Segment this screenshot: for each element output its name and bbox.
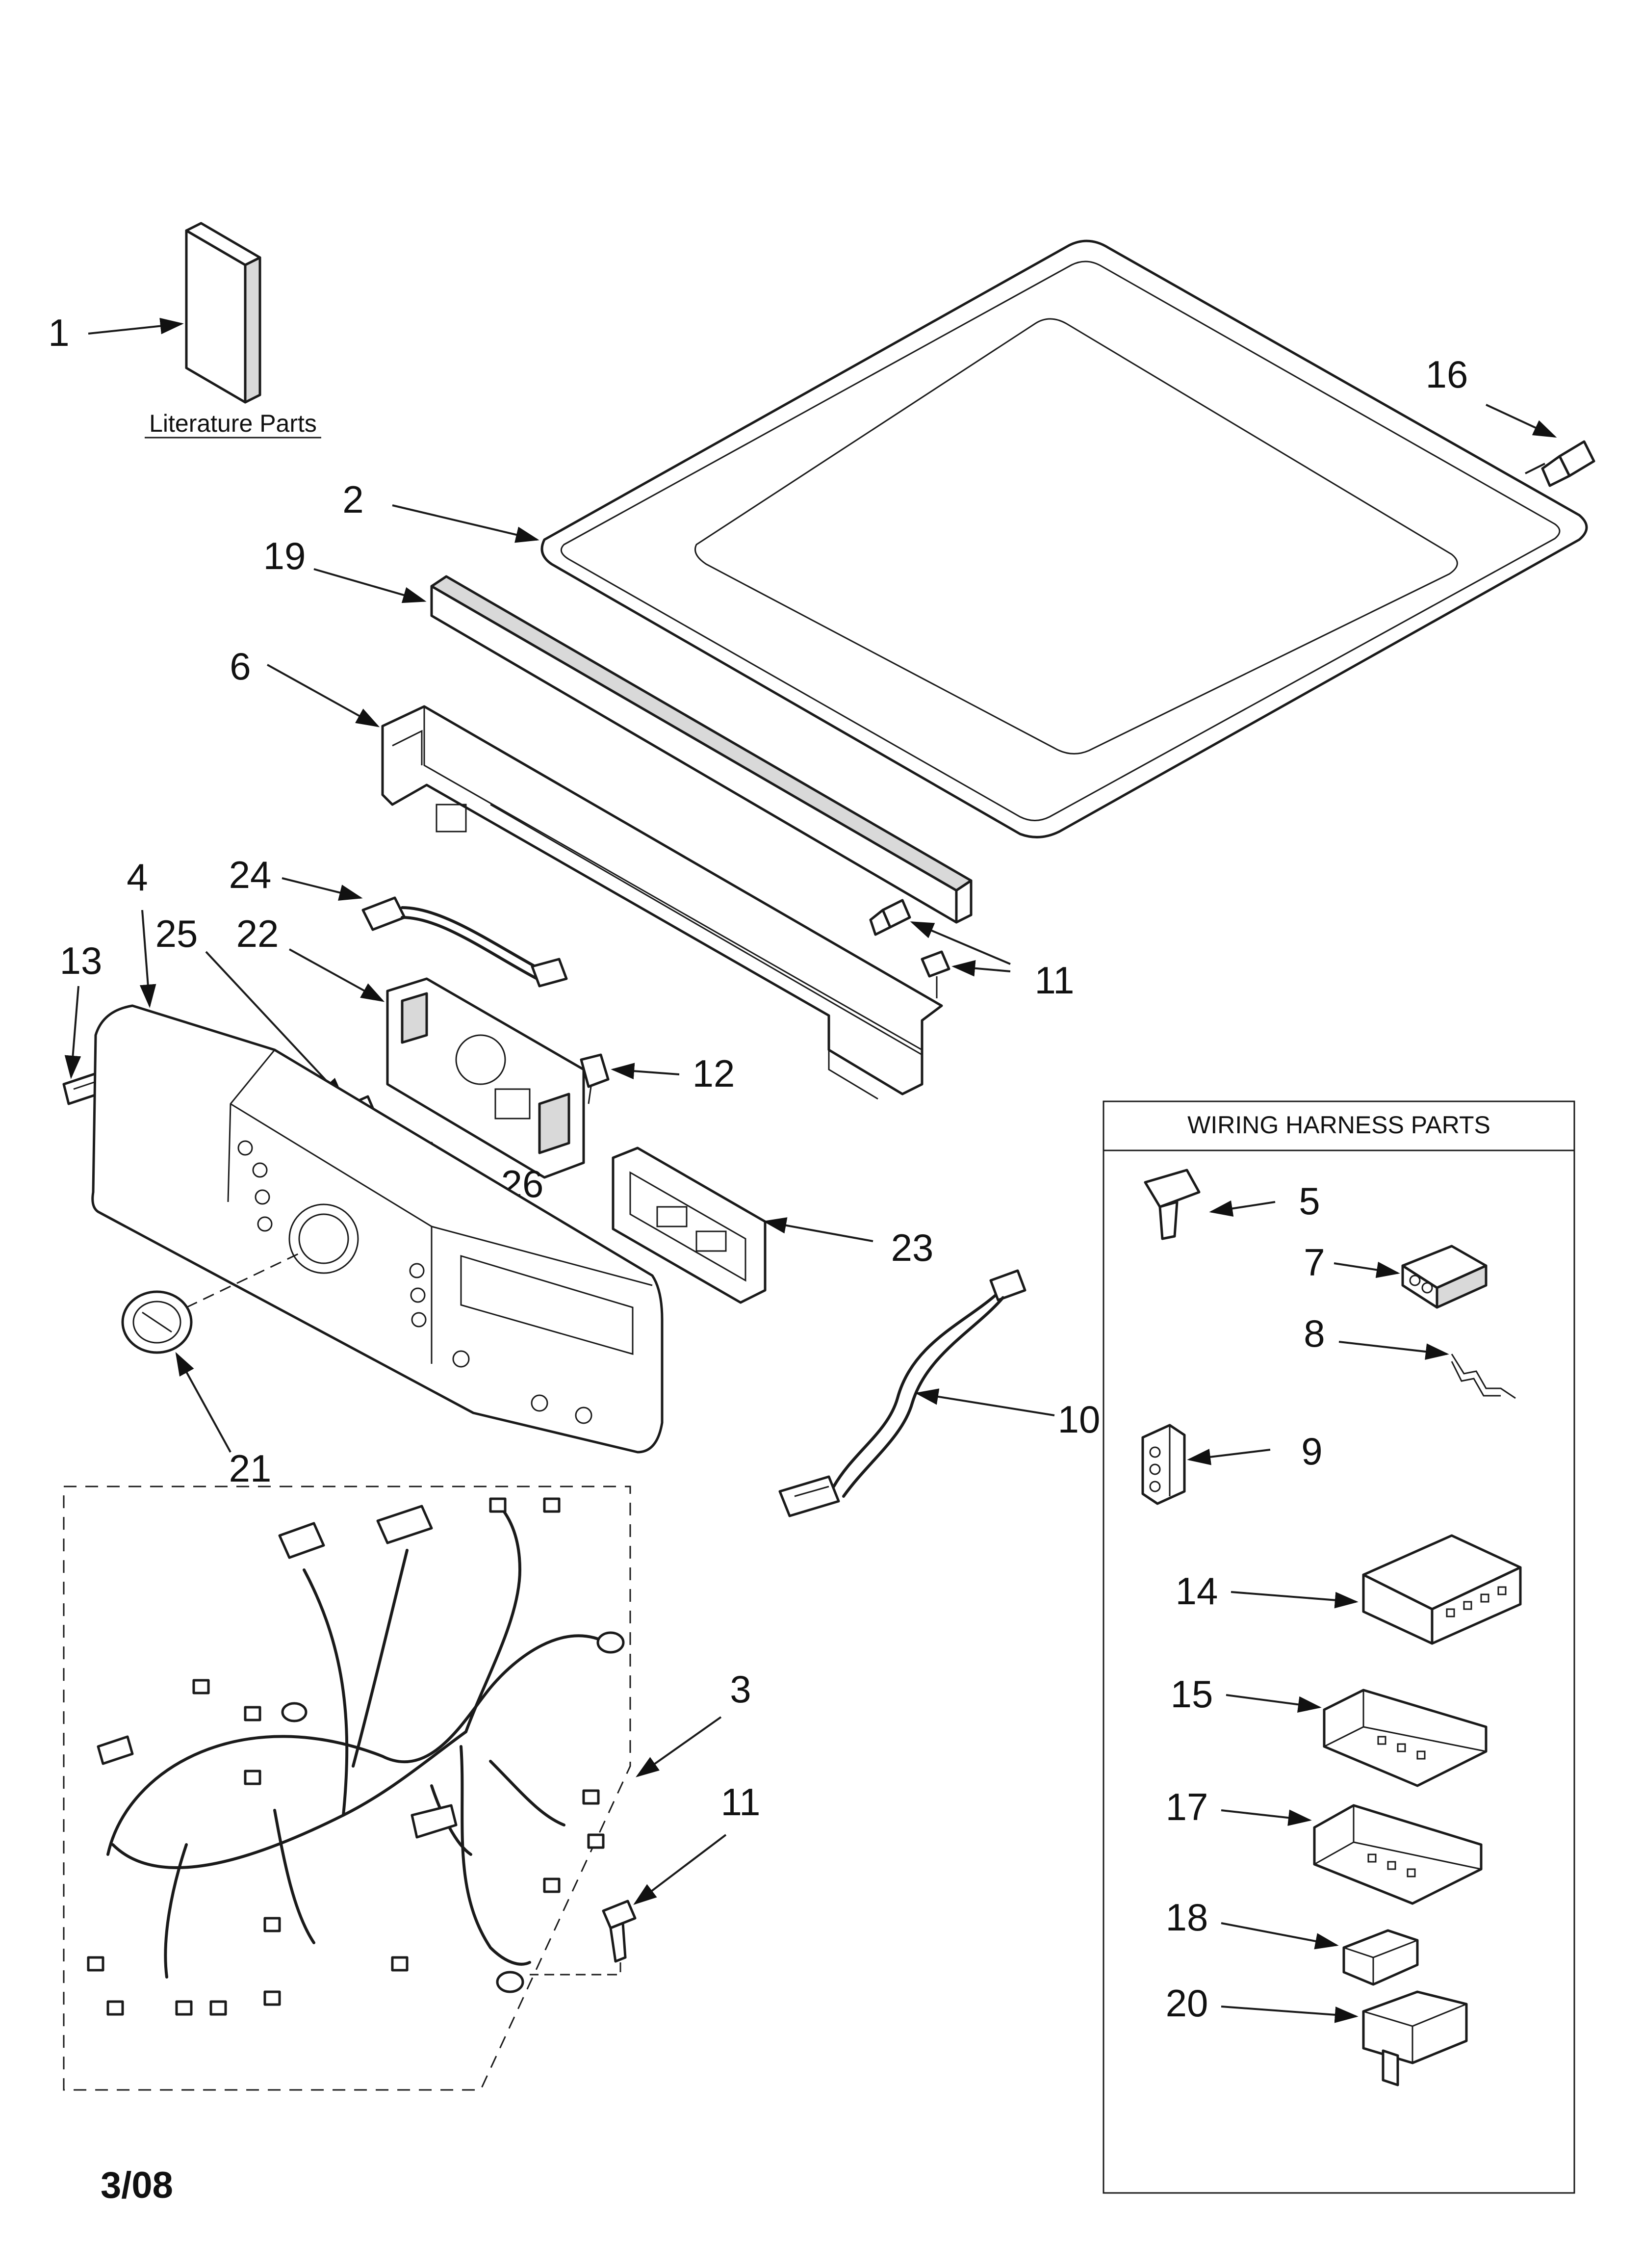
leader-15 bbox=[1226, 1694, 1322, 1713]
callout-11-lower: 11 bbox=[721, 1780, 761, 1824]
leader-9 bbox=[1187, 1449, 1271, 1465]
leader-12 bbox=[611, 1063, 680, 1079]
callout-2: 2 bbox=[342, 478, 363, 521]
leader-18 bbox=[1221, 1922, 1339, 1950]
leader-16-tail bbox=[1525, 463, 1545, 474]
callout-22: 22 bbox=[236, 912, 279, 955]
leader-7 bbox=[1334, 1261, 1400, 1278]
main-harness bbox=[87, 1497, 625, 2016]
leader-16 bbox=[1486, 404, 1557, 438]
callout-25: 25 bbox=[155, 912, 198, 955]
leader-4 bbox=[139, 910, 156, 1008]
leader-8 bbox=[1338, 1341, 1449, 1360]
clip-12 bbox=[580, 1053, 610, 1104]
knob-axis bbox=[186, 1252, 300, 1308]
harness-part-15 bbox=[1323, 1689, 1488, 1787]
leader-6 bbox=[267, 664, 380, 728]
leader-22 bbox=[289, 948, 385, 1002]
leader-20 bbox=[1221, 2006, 1359, 2023]
leader-2 bbox=[392, 504, 539, 543]
callout-21: 21 bbox=[229, 1447, 272, 1490]
small-harness bbox=[361, 896, 568, 988]
callout-24: 24 bbox=[229, 853, 272, 896]
callout-15: 15 bbox=[1171, 1672, 1213, 1716]
callout-7: 7 bbox=[1304, 1241, 1325, 1284]
literature-caption: Literature Parts bbox=[149, 410, 317, 437]
leader-24 bbox=[282, 877, 363, 901]
leader-25 bbox=[205, 951, 345, 1101]
harness-box-title: WIRING HARNESS PARTS bbox=[1187, 1111, 1490, 1139]
screw-11-lower bbox=[602, 1900, 637, 1963]
callout-16: 16 bbox=[1426, 353, 1468, 396]
knob-21 bbox=[121, 1290, 193, 1354]
harness-part-9 bbox=[1141, 1424, 1186, 1505]
leader-3 bbox=[636, 1716, 722, 1777]
leader-14 bbox=[1231, 1591, 1359, 1609]
control-board bbox=[386, 977, 585, 1179]
callout-20: 20 bbox=[1166, 1981, 1208, 2025]
insulation-strip bbox=[430, 575, 973, 924]
callout-5: 5 bbox=[1299, 1179, 1320, 1223]
leader-5 bbox=[1209, 1200, 1276, 1217]
leader-1 bbox=[88, 317, 184, 335]
console-bracket bbox=[381, 705, 943, 1100]
callout-8: 8 bbox=[1304, 1312, 1325, 1355]
top-panel bbox=[540, 239, 1588, 838]
callout-12: 12 bbox=[693, 1052, 735, 1095]
ui-housing bbox=[612, 1147, 767, 1304]
leader-21 bbox=[175, 1352, 231, 1453]
callout-19: 19 bbox=[263, 534, 306, 577]
literature-booklet bbox=[185, 222, 261, 404]
harness-part-18 bbox=[1342, 1929, 1419, 1986]
harness-part-8 bbox=[1451, 1354, 1516, 1399]
callout-13: 13 bbox=[60, 939, 103, 982]
leader-17 bbox=[1221, 1809, 1312, 1826]
date-code: 3/08 bbox=[101, 2164, 173, 2206]
screw-16 bbox=[1541, 440, 1595, 487]
callout-9: 9 bbox=[1301, 1430, 1322, 1473]
callout-23: 23 bbox=[891, 1226, 934, 1269]
harness-part-7 bbox=[1401, 1245, 1488, 1309]
leader-13 bbox=[64, 986, 81, 1079]
leader-11b bbox=[951, 960, 1011, 977]
callout-17: 17 bbox=[1166, 1785, 1208, 1828]
harness-part-14 bbox=[1362, 1534, 1522, 1645]
callout-11-upper: 11 bbox=[1035, 959, 1075, 1002]
callout-14: 14 bbox=[1176, 1569, 1218, 1613]
leader-11-lower bbox=[633, 1834, 727, 1905]
callout-6: 6 bbox=[230, 645, 251, 688]
callout-18: 18 bbox=[1166, 1896, 1208, 1939]
leader-11a bbox=[910, 921, 1011, 965]
screw-11-upper bbox=[869, 899, 950, 998]
console-panel bbox=[91, 1004, 664, 1454]
screw-11-path bbox=[530, 1962, 621, 1976]
callout-1: 1 bbox=[48, 311, 69, 354]
callout-4: 4 bbox=[127, 856, 148, 899]
harness-parts-box bbox=[1103, 1100, 1575, 2194]
leader-10 bbox=[915, 1388, 1055, 1416]
harness-part-20 bbox=[1362, 1990, 1468, 2086]
harness-part-17 bbox=[1313, 1804, 1483, 1905]
callout-10: 10 bbox=[1058, 1398, 1101, 1441]
harness-10 bbox=[778, 1269, 1026, 1517]
harness-3-boundary bbox=[63, 1486, 631, 2091]
callout-3: 3 bbox=[730, 1668, 751, 1711]
leader-23 bbox=[763, 1217, 873, 1242]
leader-19 bbox=[313, 568, 427, 603]
harness-part-5 bbox=[1144, 1169, 1201, 1240]
